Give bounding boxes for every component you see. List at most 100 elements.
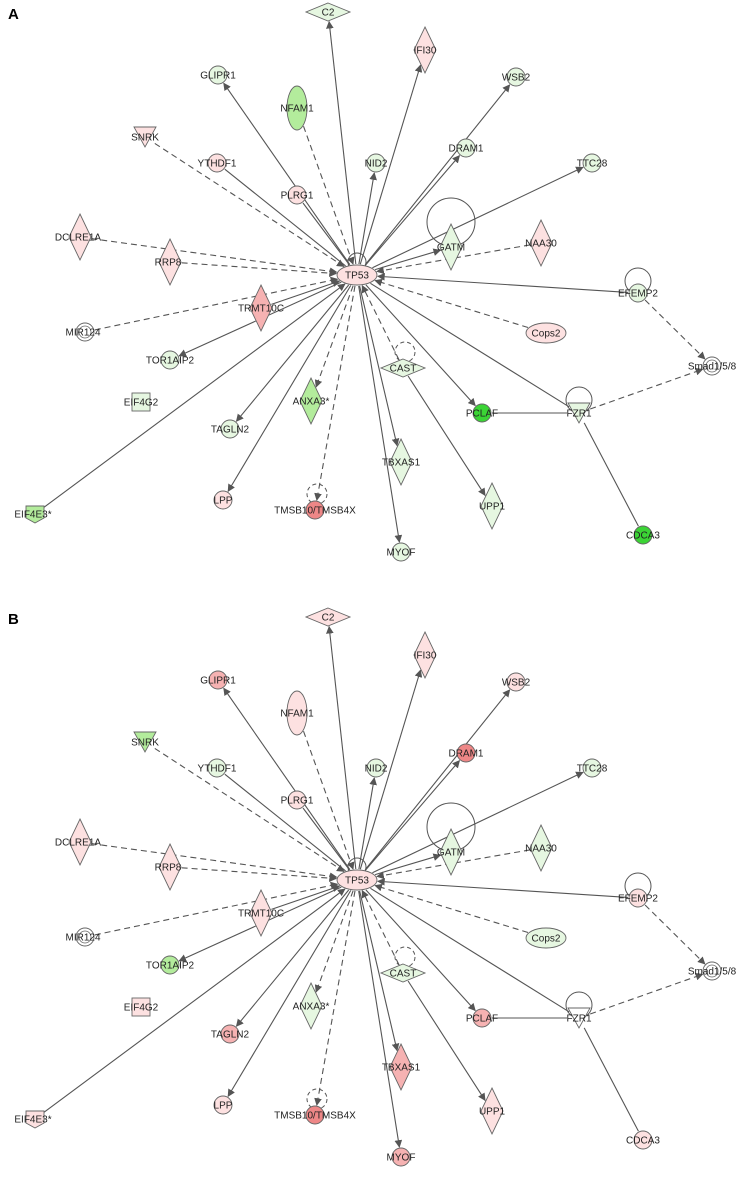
node-label-myof: MYOF — [387, 548, 416, 559]
node-wsb2-circle[interactable] — [506, 672, 526, 692]
node-label-plrg1: PLRG1 — [281, 796, 314, 807]
node-label-tp53: TP53 — [345, 271, 369, 282]
edge-tp53-glipr1 — [223, 687, 351, 871]
node-lpp-circle[interactable] — [213, 1095, 233, 1115]
node-label-dclre1a: DCLRE1A — [55, 838, 101, 849]
edge-plrg1-tp53 — [302, 807, 350, 871]
node-snrk-triangle-down[interactable] — [133, 731, 157, 753]
edge-tp53-c2 — [326, 625, 357, 870]
node-eif4e3-pentagon[interactable] — [25, 505, 45, 524]
node-gatm-diamond-v[interactable] — [439, 222, 463, 272]
node-cdca3-circle[interactable] — [633, 525, 653, 545]
node-rrp8-diamond-v[interactable] — [158, 237, 182, 287]
node-glipr1-circle[interactable] — [208, 670, 228, 690]
node-trmt10c-diamond-v[interactable] — [249, 888, 273, 938]
node-c2-diamond[interactable] — [304, 607, 352, 627]
node-ifi30-diamond-v[interactable] — [413, 630, 437, 680]
node-label-nid2: NID2 — [365, 159, 388, 170]
node-anxa3-diamond-v[interactable] — [299, 376, 323, 426]
node-fzr1-triangle-down[interactable] — [567, 402, 591, 424]
node-label-ttc28: TTC28 — [577, 159, 608, 170]
node-label-ythdf1: YTHDF1 — [198, 159, 237, 170]
panel-label-a: A — [8, 6, 19, 23]
node-rrp8-diamond-v[interactable] — [158, 842, 182, 892]
node-gatm-diamond-v[interactable] — [439, 827, 463, 877]
node-eif4g2-square[interactable] — [131, 997, 151, 1017]
node-tbxas1-diamond-v[interactable] — [389, 437, 413, 487]
node-cdca3-circle[interactable] — [633, 1130, 653, 1150]
node-tagln2-circle[interactable] — [220, 1024, 240, 1044]
node-eif4e3-pentagon[interactable] — [25, 1110, 45, 1129]
node-ythdf1-circle[interactable] — [207, 153, 227, 173]
node-ttc28-circle[interactable] — [582, 153, 602, 173]
node-tagln2-circle[interactable] — [220, 419, 240, 439]
node-smad158-inner-ring — [705, 964, 719, 978]
node-myof-circle[interactable] — [391, 542, 411, 562]
node-mir124-inner-ring — [78, 325, 92, 339]
node-label-ttc28: TTC28 — [577, 764, 608, 775]
node-snrk-triangle-down[interactable] — [133, 126, 157, 148]
node-tor1aip2-circle[interactable] — [160, 350, 180, 370]
node-myof-circle[interactable] — [391, 1147, 411, 1167]
node-pclaf-circle[interactable] — [472, 1008, 492, 1028]
node-dram1-circle[interactable] — [456, 138, 476, 158]
node-naa30-diamond-v[interactable] — [529, 823, 553, 873]
node-cast-diamond[interactable] — [379, 963, 427, 983]
node-trmt10c-diamond-v[interactable] — [249, 283, 273, 333]
node-label-gatm: GATM — [437, 848, 465, 859]
node-anxa3-diamond-v[interactable] — [299, 981, 323, 1031]
node-label-tp53: TP53 — [345, 876, 369, 887]
node-tmsb-circle[interactable] — [305, 1105, 325, 1125]
node-nid2-circle[interactable] — [366, 153, 386, 173]
node-tor1aip2-circle[interactable] — [160, 955, 180, 975]
node-label-eif4g2: EIF4G2 — [124, 1003, 159, 1014]
node-lpp-circle[interactable] — [213, 490, 233, 510]
node-ifi30-diamond-v[interactable] — [413, 25, 437, 75]
node-tp53-ellipse-h[interactable] — [336, 869, 378, 891]
node-label-glipr1: GLIPR1 — [200, 676, 236, 687]
node-plrg1-circle[interactable] — [287, 185, 307, 205]
node-wsb2-circle[interactable] — [506, 67, 526, 87]
node-label-anxa3: ANXA3* — [293, 1002, 330, 1013]
node-efemp2-circle[interactable] — [628, 888, 648, 908]
node-nfam1-ellipse-v[interactable] — [286, 690, 308, 736]
edge-tp53-dram1 — [365, 760, 461, 871]
node-fzr1-triangle-down[interactable] — [567, 1007, 591, 1029]
edge-tp53-wsb2 — [364, 689, 511, 871]
node-cops2-ellipse-h[interactable] — [525, 322, 567, 344]
edge-cast-upp1 — [407, 980, 486, 1102]
node-smad158-inner-ring — [705, 359, 719, 373]
node-cast-diamond[interactable] — [379, 358, 427, 378]
node-label-rrp8: RRP8 — [155, 258, 182, 269]
node-upp1-diamond-v[interactable] — [480, 481, 504, 531]
edge-tp53-myof — [358, 890, 403, 1148]
node-ythdf1-circle[interactable] — [207, 758, 227, 778]
edge-tp53-ttc28 — [372, 771, 584, 874]
node-dclre1a-diamond-v[interactable] — [68, 212, 92, 262]
node-c2-diamond[interactable] — [304, 2, 352, 22]
node-label-wsb2: WSB2 — [502, 73, 531, 84]
edge-fzr1-tp53 — [370, 887, 570, 1013]
node-tp53-ellipse-h[interactable] — [336, 264, 378, 286]
node-label-fzr1: FZR1 — [567, 409, 592, 420]
node-nfam1-ellipse-v[interactable] — [286, 85, 308, 131]
node-glipr1-circle[interactable] — [208, 65, 228, 85]
node-label-cast: CAST — [390, 969, 417, 980]
node-nid2-circle[interactable] — [366, 758, 386, 778]
node-tmsb-circle[interactable] — [305, 500, 325, 520]
node-eif4g2-square[interactable] — [131, 392, 151, 412]
edge-fzr1-cdca3 — [583, 422, 639, 527]
node-tbxas1-diamond-v[interactable] — [389, 1042, 413, 1092]
node-ttc28-circle[interactable] — [582, 758, 602, 778]
node-cops2-ellipse-h[interactable] — [525, 927, 567, 949]
node-label-ifi30: IFI30 — [414, 651, 437, 662]
node-efemp2-circle[interactable] — [628, 283, 648, 303]
node-plrg1-circle[interactable] — [287, 790, 307, 810]
node-label-tbxas1: TBXAS1 — [382, 458, 421, 469]
node-pclaf-circle[interactable] — [472, 403, 492, 423]
node-naa30-diamond-v[interactable] — [529, 218, 553, 268]
node-upp1-diamond-v[interactable] — [480, 1086, 504, 1136]
node-dclre1a-diamond-v[interactable] — [68, 817, 92, 867]
edge-tp53-anxa3 — [314, 285, 354, 388]
node-dram1-circle[interactable] — [456, 743, 476, 763]
